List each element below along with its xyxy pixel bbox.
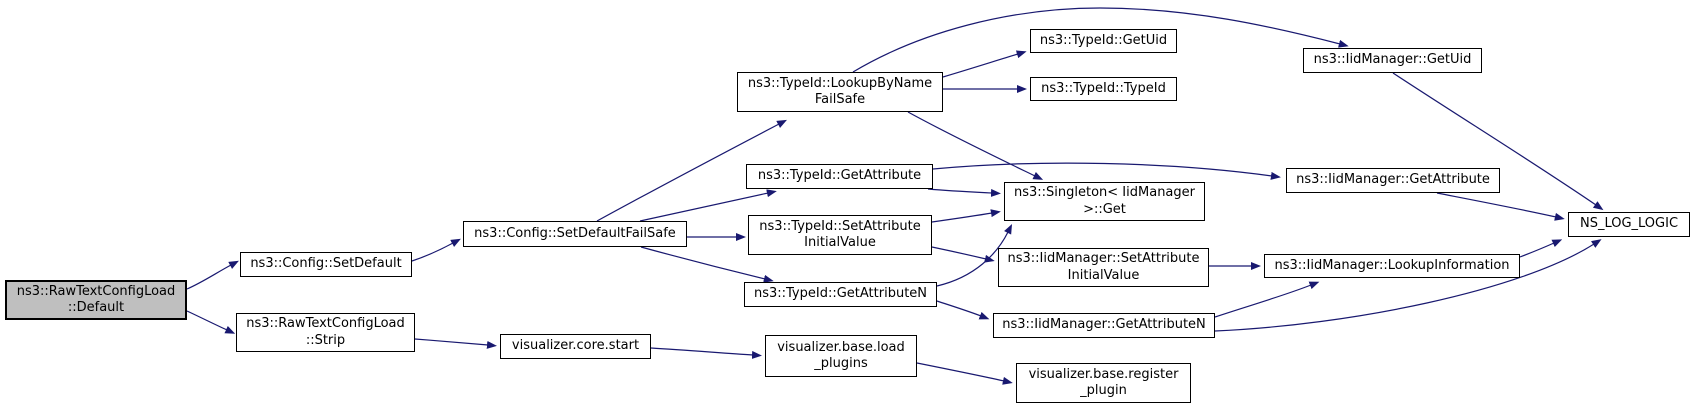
node-typeid-get-attribute[interactable]: ns3::TypeId::GetAttribute [746,164,933,189]
node-label: ns3::IidManager::GetAttribute [1296,172,1490,188]
node-iid-manager-lookup-information[interactable]: ns3::IidManager::LookupInformation [1264,254,1520,278]
node-typeid-typeid[interactable]: ns3::TypeId::TypeId [1030,77,1177,101]
edge-iid-manager-get-attribute-n--to--iid-manager-lookup-information [1214,281,1320,318]
edge-typeid-get-attribute--to--iid-manager-get-attribute [932,162,1281,180]
node-label: ns3::TypeId::GetAttributeN [753,286,928,302]
edge-typeid-get-attribute-n--to--singleton-iid-manager-get [936,223,1013,287]
node-iid-manager-get-attribute[interactable]: ns3::IidManager::GetAttribute [1286,168,1500,193]
node-raw-text-config-load-strip[interactable]: ns3::RawTextConfigLoad ::Strip [236,313,415,352]
node-label: visualizer.base.load _plugins [777,339,905,371]
node-singleton-iid-manager-get[interactable]: ns3::Singleton< IidManager >::Get [1004,182,1205,221]
node-typeid-get-attribute-n[interactable]: ns3::TypeId::GetAttributeN [744,282,937,307]
node-visualizer-base-load-plugins[interactable]: visualizer.base.load _plugins [765,335,917,377]
edge-raw-text-config-load-strip--to--visualizer-core-start [414,338,497,349]
edge-iid-manager-get-attribute-n--to--ns-log-logic [1214,239,1602,332]
edge-typeid-lookup-by-name-fail-safe--to--singleton-iid-manager-get [907,111,1044,180]
edge-typeid-lookup-by-name-fail-safe--to--typeid-get-uid [942,50,1027,78]
node-label: ns3::TypeId::GetUid [1039,32,1168,48]
edge-iid-manager-get-uid--to--ns-log-logic [1392,72,1604,211]
node-visualizer-base-register-plugin[interactable]: visualizer.base.register _plugin [1016,363,1191,403]
edge-config-set-default-fail-safe--to--typeid-get-attribute [639,189,777,222]
node-label: ns3::TypeId::LookupByName FailSafe [747,75,933,107]
node-typeid-get-uid[interactable]: ns3::TypeId::GetUid [1030,29,1177,53]
node-label: ns3::Singleton< IidManager >::Get [1013,185,1195,217]
edge-typeid-get-attribute--to--singleton-iid-manager-get [927,188,1001,197]
node-label: ns3::IidManager::LookupInformation [1274,257,1510,273]
node-label: ns3::Config::SetDefaultFailSafe [474,225,676,241]
edge-raw-text-config-load-default--to--raw-text-config-load-strip [186,310,236,334]
node-raw-text-config-load-default: ns3::RawTextConfigLoad ::Default [5,280,187,320]
node-label: visualizer.base.register _plugin [1028,366,1179,398]
edge-visualizer-core-start--to--visualizer-base-load-plugins [650,347,762,359]
node-visualizer-core-start[interactable]: visualizer.core.start [500,334,651,359]
node-typeid-lookup-by-name-fail-safe[interactable]: ns3::TypeId::LookupByName FailSafe [737,72,943,112]
edge-typeid-set-attribute-initial-value--to--singleton-iid-manager-get [931,209,1001,223]
node-label: ns3::IidManager::GetUid [1313,52,1472,68]
node-iid-manager-set-attribute-initial-value[interactable]: ns3::IidManager::SetAttribute InitialVal… [998,248,1209,287]
edge-config-set-default--to--config-set-default-fail-safe [411,238,461,262]
node-typeid-set-attribute-initial-value[interactable]: ns3::TypeId::SetAttribute InitialValue [748,215,932,255]
edge-visualizer-base-load-plugins--to--visualizer-base-register-plugin [916,362,1013,385]
node-label: NS_LOG_LOGIC [1579,216,1679,232]
node-iid-manager-get-uid[interactable]: ns3::IidManager::GetUid [1303,48,1482,73]
node-label: ns3::TypeId::SetAttribute InitialValue [759,218,921,250]
node-label: ns3::RawTextConfigLoad ::Strip [246,316,405,348]
node-config-set-default[interactable]: ns3::Config::SetDefault [240,252,412,277]
node-label: ns3::TypeId::TypeId [1041,80,1166,96]
edge-iid-manager-get-attribute--to--ns-log-logic [1436,192,1565,221]
node-label: ns3::RawTextConfigLoad ::Default [16,283,176,315]
node-label: visualizer.core.start [511,338,640,354]
node-label: ns3::Config::SetDefault [250,256,402,272]
node-config-set-default-fail-safe[interactable]: ns3::Config::SetDefaultFailSafe [463,221,687,247]
node-ns-log-logic[interactable]: NS_LOG_LOGIC [1568,212,1690,237]
node-iid-manager-get-attribute-n[interactable]: ns3::IidManager::GetAttributeN [993,313,1215,338]
node-label: ns3::IidManager::SetAttribute InitialVal… [1007,251,1200,283]
edge-typeid-get-attribute-n--to--iid-manager-get-attribute-n [936,300,990,320]
edge-raw-text-config-load-default--to--config-set-default [186,260,239,290]
edge-config-set-default-fail-safe--to--typeid-lookup-by-name-fail-safe [596,119,787,222]
edge-typeid-set-attribute-initial-value--to--iid-manager-set-attribute-initial-value [931,246,995,263]
edge-config-set-default-fail-safe--to--typeid-get-attribute-n [640,246,774,283]
edge-iid-manager-lookup-information--to--ns-log-logic [1519,239,1563,258]
node-label: ns3::TypeId::GetAttribute [757,168,922,184]
node-label: ns3::IidManager::GetAttributeN [1002,317,1206,333]
edge-typeid-lookup-by-name-fail-safe--to--iid-manager-get-uid [852,7,1349,73]
